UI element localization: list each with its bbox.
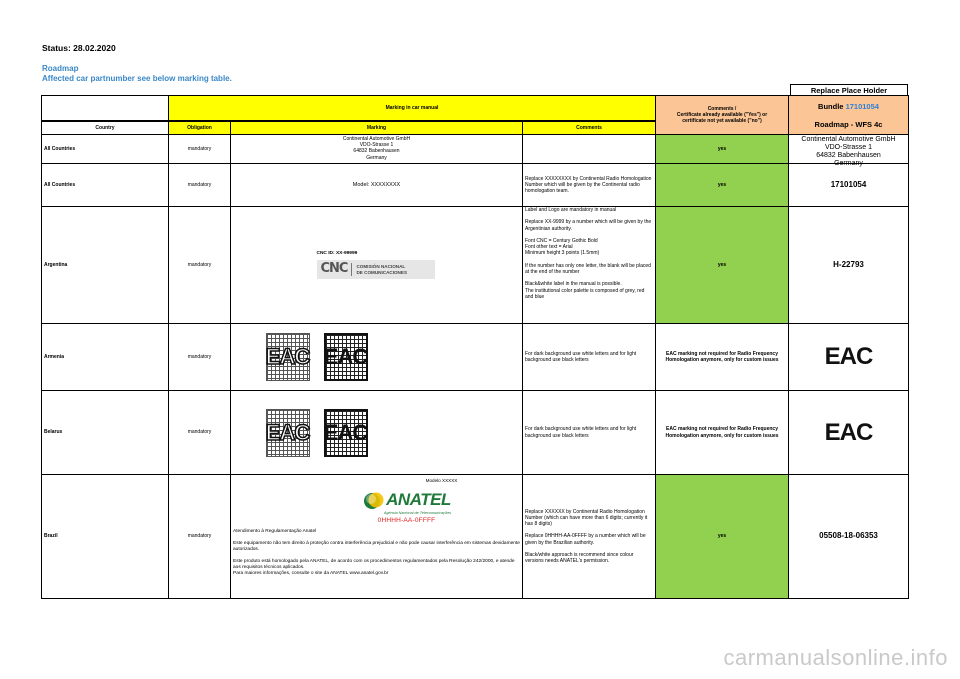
- table-row: Armenia mandatory EAC EAC For dark backg…: [41, 323, 909, 391]
- cnc-logo-caption: COMISIÓN NACIONAL DE COMUNICACIONES: [356, 264, 407, 275]
- replace-place-holder-header: Replace Place Holder: [790, 84, 908, 95]
- watermark: carmanualsonline.info: [723, 645, 948, 670]
- eac-outline-text: EAC: [265, 419, 311, 445]
- cnc-label: CNC ID: XX-99999 CNC COMISIÓN NACIONAL D…: [316, 250, 437, 280]
- marking-table: Marking in car manual Comments / Certifi…: [41, 95, 909, 599]
- obligation-cell: mandatory: [168, 163, 231, 207]
- marking-cell: Model: XXXXXXXX: [230, 163, 523, 207]
- placeholder-cell: Continental Automotive GmbH VDO-Strasse …: [788, 134, 909, 167]
- eac-solid-text: EAC: [323, 344, 368, 369]
- anatel-globe-icon: [364, 492, 384, 510]
- roadmap-heading: Roadmap Affected car partnumber see belo…: [42, 64, 232, 84]
- availability-cell: EAC marking not required for Radio Frequ…: [655, 390, 789, 475]
- country-cell: All Countries: [41, 163, 169, 207]
- eac-solid-text: EAC: [323, 419, 368, 445]
- obligation-cell: mandatory: [168, 474, 231, 599]
- bundle-number: 17101054: [845, 101, 879, 111]
- obligation-cell: mandatory: [168, 134, 231, 164]
- eac-outline-logo: EAC: [265, 333, 311, 381]
- placeholder-cell: 17101054: [788, 163, 909, 207]
- anatel-logo-text: ANATEL: [386, 490, 451, 510]
- availability-cell: yes: [655, 163, 789, 207]
- marking-cell: Continental Automotive GmbH VDO-Strasse …: [230, 134, 523, 164]
- availability-cell: EAC marking not required for Radio Frequ…: [655, 323, 789, 391]
- eac-solid-logo: EAC: [323, 333, 368, 381]
- eac-placeholder-logo: EAC: [824, 418, 874, 446]
- marking-in-manual-header: Marking in car manual: [168, 95, 656, 121]
- col-obligation: Obligation: [168, 119, 231, 135]
- cnc-id-text: CNC ID: XX-99999: [316, 250, 358, 256]
- marking-cell: EAC EAC: [230, 323, 523, 391]
- obligation-cell: mandatory: [168, 323, 231, 391]
- col-country: Country: [41, 119, 169, 135]
- empty-header-cell: [41, 95, 169, 121]
- placeholder-address: Continental Automotive GmbH VDO-Strasse …: [801, 136, 896, 167]
- marking-cell: EAC EAC: [230, 390, 523, 475]
- cnc-logo-text: CNC: [320, 261, 349, 277]
- availability-cell: yes: [655, 134, 789, 164]
- cnc-logo-divider: [351, 263, 353, 277]
- anatel-logo: ANATEL Agência Nacional de Telecomunicaç…: [293, 490, 520, 524]
- anatel-regulation-text: Atendimento à Regulamentação Anatel Este…: [233, 528, 520, 576]
- comments-cell: For dark background use white letters an…: [522, 323, 656, 391]
- country-cell: Armenia: [41, 323, 169, 391]
- availability-header: Comments / Certificate already available…: [655, 95, 789, 135]
- cnc-logo: CNC COMISIÓN NACIONAL DE COMUNICACIONES: [316, 260, 435, 280]
- roadmap-title: Roadmap: [42, 64, 79, 73]
- table-row: All Countries mandatory Model: XXXXXXXX …: [41, 163, 909, 207]
- obligation-cell: mandatory: [168, 390, 231, 475]
- eac-placeholder-logo: EAC: [824, 343, 874, 370]
- eac-logos: EAC EAC: [113, 333, 520, 381]
- anatel-agency-name: Agência Nacional de Telecomunicações: [383, 511, 452, 516]
- obligation-cell: mandatory: [168, 206, 231, 324]
- table-column-header-row: Country Obligation Marking Comments: [41, 119, 909, 135]
- placeholder-cell: EAC: [788, 323, 909, 391]
- marking-address: Continental Automotive GmbH VDO-Strasse …: [342, 136, 411, 161]
- eac-logos: EAC EAC: [113, 408, 520, 457]
- comments-cell: [522, 134, 656, 164]
- table-row: All Countries mandatory Continental Auto…: [41, 134, 909, 167]
- availability-cell: yes: [655, 474, 789, 599]
- col-comments: Comments: [522, 119, 656, 135]
- bundle-label: Bundle: [818, 101, 844, 111]
- table-row: Brazil mandatory Modelo XXXXX ANATEL Agê…: [41, 474, 909, 599]
- bundle-header: Bundle 17101054 Roadmap - WFS 4c: [788, 95, 909, 135]
- col-marking: Marking: [230, 119, 523, 135]
- bundle-line: Bundle 17101054: [791, 102, 906, 111]
- table-group-header-row: Marking in car manual Comments / Certifi…: [41, 95, 909, 135]
- country-cell: Argentina: [41, 206, 169, 324]
- eac-solid-logo: EAC: [323, 408, 368, 457]
- country-cell: All Countries: [41, 134, 169, 164]
- placeholder-cell: EAC: [788, 390, 909, 475]
- status-date: Status: 28.02.2020: [42, 43, 116, 53]
- availability-cell: yes: [655, 206, 789, 324]
- comments-cell: For dark background use white letters an…: [522, 390, 656, 475]
- eac-outline-text: EAC: [265, 344, 311, 369]
- country-cell: Belarus: [41, 390, 169, 475]
- table-row: Belarus mandatory EAC EAC For dark backg…: [41, 390, 909, 475]
- placeholder-cell: 05508-18-06353: [788, 474, 909, 599]
- anatel-model: Modelo XXXXX: [425, 478, 458, 483]
- anatel-code: 0HHHH-AA-0FFFF: [377, 517, 436, 525]
- comments-cell: Replace XXXXXXXX by Continental Radio Ho…: [522, 163, 656, 207]
- marking-cell: Modelo XXXXX ANATEL Agência Nacional de …: [230, 474, 523, 599]
- table-row: Argentina mandatory CNC ID: XX-99999 CNC…: [41, 206, 909, 324]
- anatel-logo-row: ANATEL: [362, 490, 451, 510]
- roadmap-label: Roadmap - WFS 4c: [814, 119, 883, 129]
- country-cell: Brazil: [41, 474, 169, 599]
- cnc-logo-caption-line1: COMISIÓN NACIONAL: [356, 264, 406, 269]
- comments-cell: Label and Logo are mandatory in manual R…: [522, 206, 656, 324]
- marking-cell: CNC ID: XX-99999 CNC COMISIÓN NACIONAL D…: [230, 206, 523, 324]
- comments-cell: Replace XXXXXX by Continental Radio Homo…: [522, 474, 656, 599]
- roadmap-subtitle: Affected car partnumber see below markin…: [42, 74, 232, 83]
- cnc-logo-caption-line2: DE COMUNICACIONES: [356, 269, 408, 275]
- placeholder-cell: H-22793: [788, 206, 909, 324]
- eac-outline-logo: EAC: [265, 408, 311, 457]
